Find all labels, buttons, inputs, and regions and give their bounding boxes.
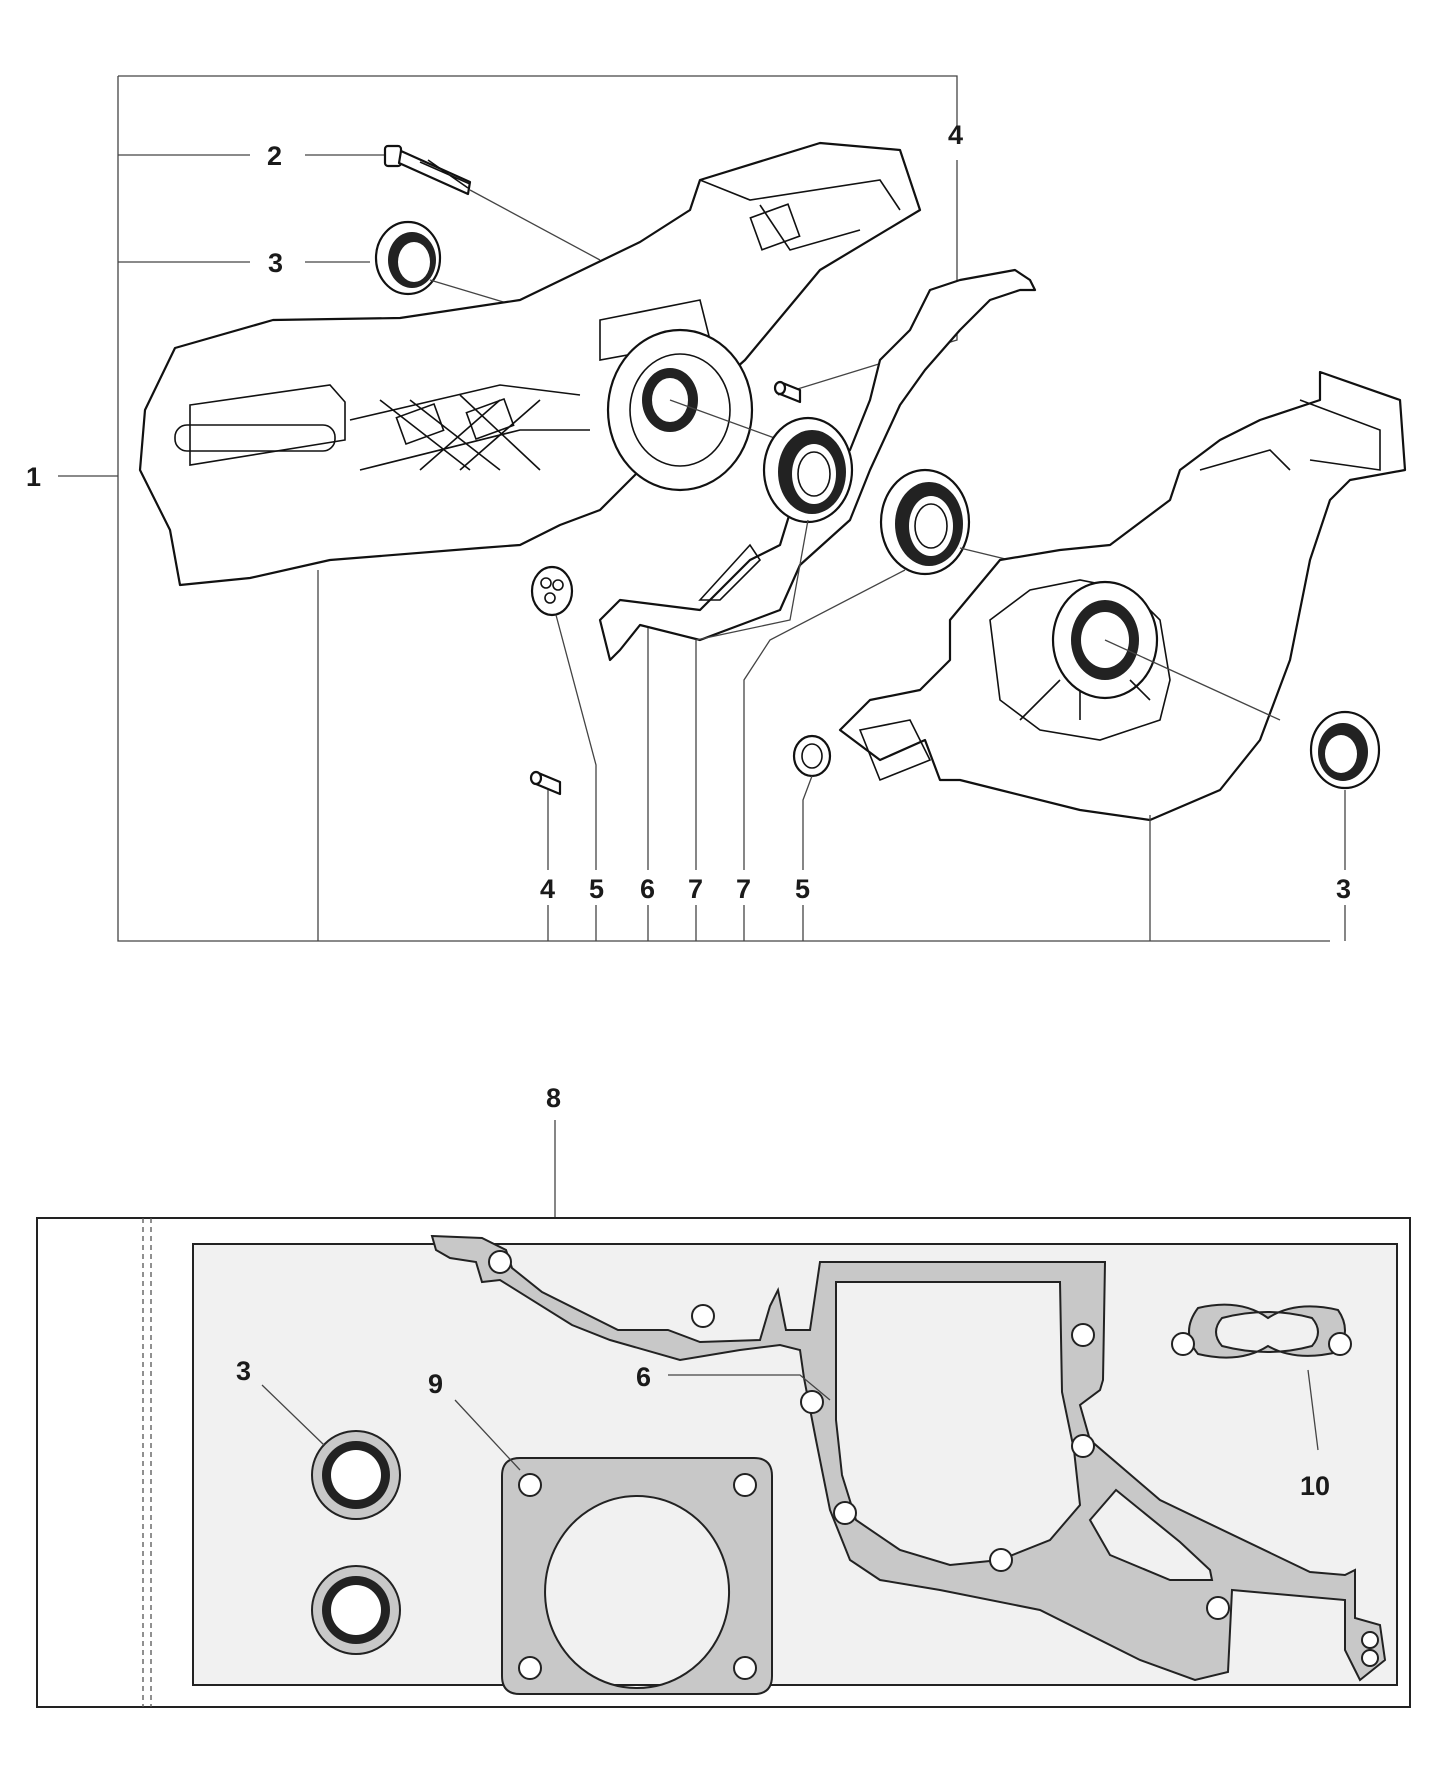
kit-fold-line [142, 1218, 152, 1707]
crankcase-gasket-kit [430, 1234, 1387, 1682]
callout-4-top: 4 [948, 120, 963, 150]
callout-10: 10 [1300, 1471, 1330, 1501]
callout-8: 8 [546, 1083, 561, 1113]
assembly-bracket-lines [58, 75, 1330, 942]
dowel-pin-top [773, 380, 802, 404]
callout-9: 9 [428, 1369, 443, 1399]
callout-6: 6 [640, 874, 655, 904]
rubber-plug-right [792, 734, 832, 778]
crankcase-assembly: 1 2 3 4 4 5 6 7 7 5 3 [26, 75, 1407, 942]
rubber-plug-left [530, 565, 574, 617]
left-bearing-housing [606, 328, 781, 492]
callout-3-kit: 3 [236, 1356, 251, 1386]
callout-5-left: 5 [589, 874, 604, 904]
muffler-gasket [1171, 1303, 1352, 1359]
callout-7-left: 7 [688, 874, 703, 904]
ball-bearing-right [879, 468, 1031, 576]
gasket-kit: 8 3 9 [36, 1083, 1411, 1708]
seal-ring-right [1309, 710, 1381, 790]
callout-7-right: 7 [736, 874, 751, 904]
kit-seal-lower [311, 1565, 401, 1655]
cylinder-base-gasket [501, 1457, 773, 1695]
callout-4-bottom: 4 [540, 874, 555, 904]
ball-bearing-left [762, 416, 854, 524]
kit-seal-upper [311, 1430, 401, 1520]
callout-5-right: 5 [795, 874, 810, 904]
crankcase-left-half [138, 141, 922, 587]
callout-6-kit: 6 [636, 1362, 651, 1392]
crankcase-right-half [838, 370, 1407, 822]
callout-3-top: 3 [268, 248, 283, 278]
callout-3-right: 3 [1336, 874, 1351, 904]
callout-2: 2 [267, 141, 282, 171]
callout-1: 1 [26, 462, 41, 492]
seal-ring-top [374, 220, 531, 311]
crankcase-screw [383, 144, 601, 261]
bottom-leader-lines [317, 519, 1346, 941]
dowel-pin-bottom [529, 770, 562, 796]
